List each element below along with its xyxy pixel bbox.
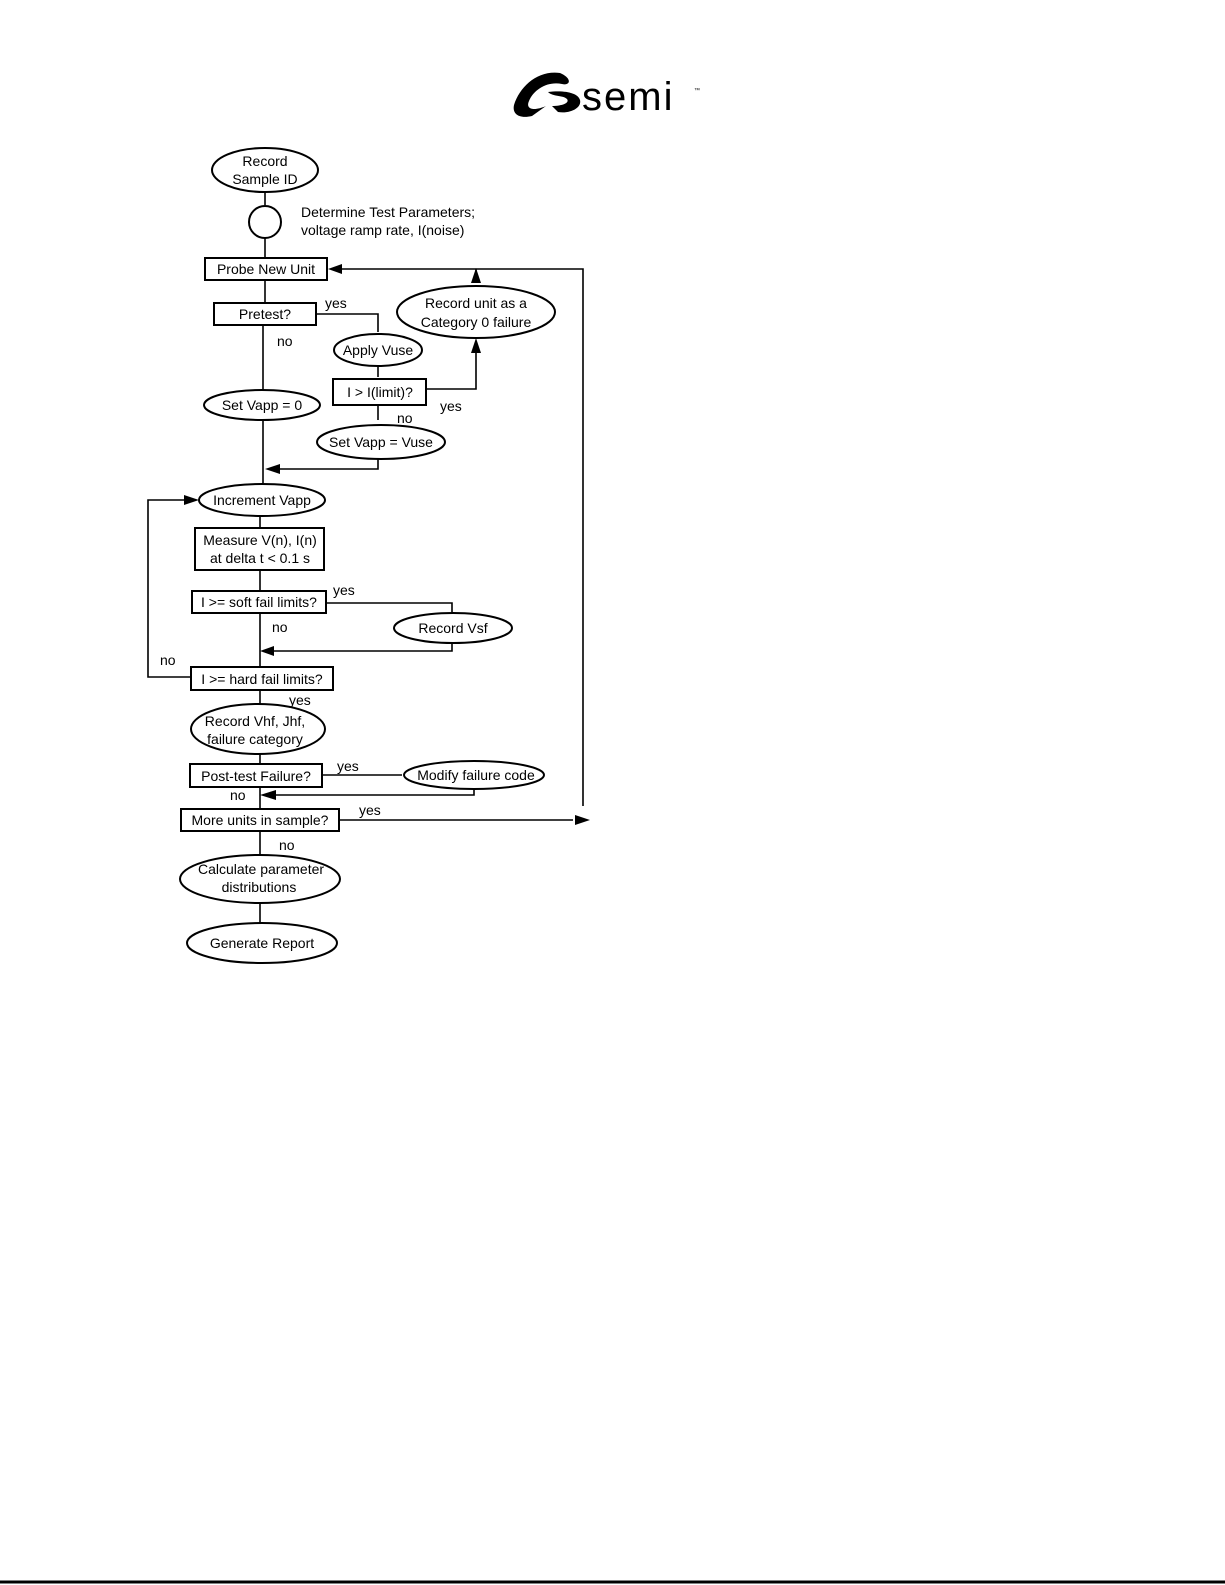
node-label: failure category	[207, 731, 303, 747]
node-label: Measure V(n), I(n)	[203, 532, 317, 548]
arrow-heads	[184, 264, 590, 825]
node-label: Category 0 failure	[421, 314, 532, 330]
node-label: Pretest?	[239, 306, 291, 322]
edge-label-no: no	[230, 787, 246, 803]
node-label: Record Vsf	[418, 620, 487, 636]
edge-label-yes: yes	[337, 758, 359, 774]
arrow-icon	[260, 790, 276, 800]
node-hard-fail: I >= hard fail limits?	[190, 666, 334, 691]
node-label: Set Vapp = 0	[222, 397, 303, 413]
node-generate-report: Generate Report	[186, 922, 338, 964]
edge-label-no: no	[397, 410, 413, 426]
node-probe-new-unit: Probe New Unit	[204, 257, 328, 281]
logo-wordmark: semi	[582, 75, 674, 119]
node-post-test: Post-test Failure?	[189, 763, 323, 788]
logo-trademark: ™	[694, 87, 700, 94]
node-label: Determine Test Parameters;	[301, 204, 475, 220]
node-record-cat0: Record unit as a Category 0 failure	[396, 285, 556, 339]
node-label: More units in sample?	[192, 812, 329, 828]
arrow-icon	[471, 338, 481, 353]
edge-label-no: no	[277, 333, 293, 349]
node-label: Probe New Unit	[217, 261, 315, 277]
edge-label-no: no	[272, 619, 288, 635]
node-set-vapp-vuse: Set Vapp = Vuse	[316, 424, 446, 460]
node-label: Post-test Failure?	[201, 768, 311, 784]
node-increment-vapp: Increment Vapp	[198, 483, 326, 517]
node-label: I >= hard fail limits?	[201, 671, 323, 687]
arrow-icon	[184, 495, 199, 505]
edge-labels: yes no yes no yes no no yes yes no yes n…	[160, 295, 462, 853]
node-connector	[248, 205, 282, 239]
edge-label-yes: yes	[289, 692, 311, 708]
node-label: distributions	[222, 879, 297, 895]
node-determine-params: Determine Test Parameters; voltage ramp …	[301, 204, 475, 238]
node-record-vhf: Record Vhf, Jhf, failure category	[190, 703, 326, 755]
node-label: Record	[242, 153, 287, 169]
edge-label-no: no	[279, 837, 295, 853]
node-more-units: More units in sample?	[180, 808, 340, 832]
arrow-icon	[265, 464, 280, 474]
node-label: Generate Report	[210, 935, 314, 951]
node-label: Apply Vuse	[343, 342, 414, 358]
node-pretest: Pretest?	[213, 302, 317, 326]
semi-logo: semi ™	[513, 72, 700, 119]
node-record-vsf: Record Vsf	[393, 612, 513, 644]
edge-label-yes: yes	[359, 802, 381, 818]
edge-label-yes: yes	[333, 582, 355, 598]
arrow-icon	[575, 815, 590, 825]
arrow-icon	[260, 646, 274, 656]
node-label: Modify failure code	[417, 767, 535, 783]
node-label: I > I(limit)?	[347, 384, 413, 400]
node-label: Sample ID	[232, 171, 297, 187]
node-label: Calculate parameter	[198, 861, 324, 877]
node-soft-fail: I >= soft fail limits?	[191, 590, 327, 614]
node-label: Record unit as a	[425, 295, 527, 311]
node-measure: Measure V(n), I(n) at delta t < 0.1 s	[194, 527, 325, 571]
node-label: voltage ramp rate, I(noise)	[301, 222, 464, 238]
node-set-vapp-0: Set Vapp = 0	[203, 389, 321, 421]
edge-label-yes: yes	[325, 295, 347, 311]
node-record-sample-id: Record Sample ID	[211, 147, 319, 193]
edge-label-yes: yes	[440, 398, 462, 414]
arrow-icon	[328, 264, 342, 274]
node-label: I >= soft fail limits?	[201, 594, 317, 610]
node-modify-code: Modify failure code	[403, 760, 545, 790]
node-label: Set Vapp = Vuse	[329, 434, 433, 450]
node-apply-vuse: Apply Vuse	[333, 333, 423, 367]
node-label: Increment Vapp	[213, 492, 311, 508]
arrow-icon	[471, 268, 481, 283]
node-calc-params: Calculate parameter distributions	[179, 854, 341, 904]
node-label: Record Vhf, Jhf,	[205, 713, 305, 729]
node-i-limit: I > I(limit)?	[332, 378, 427, 406]
semi-logo-swoosh-icon	[513, 72, 569, 117]
edge-label-no: no	[160, 652, 176, 668]
node-label: at delta t < 0.1 s	[210, 550, 310, 566]
